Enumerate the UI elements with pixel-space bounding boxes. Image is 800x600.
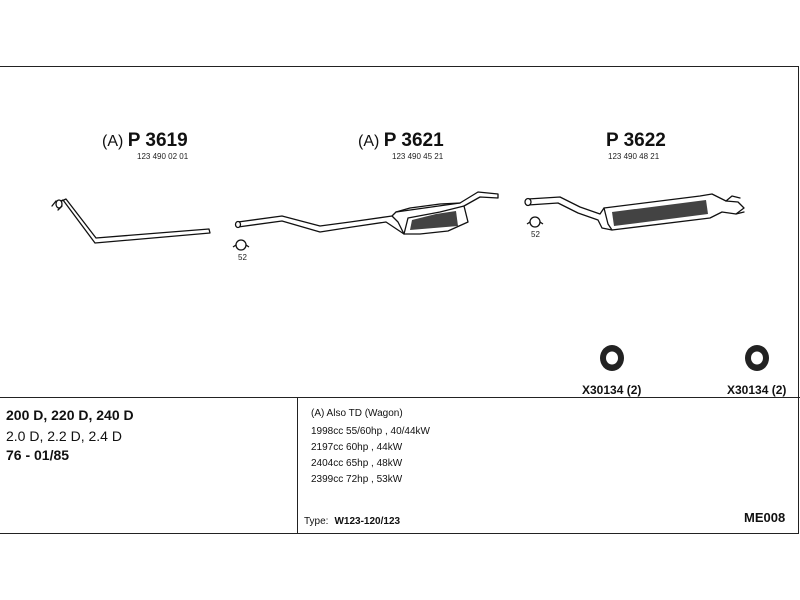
oem-number-p3619: 123 490 02 01 — [137, 152, 189, 161]
type-label: Type: — [304, 516, 329, 527]
spec-list: 1998cc 55/60hp , 40/44kW 2197cc 60hp , 4… — [311, 424, 430, 488]
frame-right-edge — [798, 66, 799, 534]
clamp-size: 52 — [238, 253, 247, 262]
clamp-drawing — [526, 216, 544, 228]
type-row: Type: W123-120/123 — [304, 516, 400, 527]
spec-line: 2404cc 65hp , 48kW — [311, 458, 403, 469]
gasket-ring-drawing — [600, 345, 624, 371]
spec-line: 2399cc 72hp , 53kW — [311, 474, 403, 485]
spec-note: (A) Also TD (Wagon) — [311, 408, 403, 419]
part-prefix: (A) — [358, 133, 380, 150]
divider-horizontal — [0, 397, 800, 398]
spec-line: 2197cc 60hp , 44kW — [311, 442, 403, 453]
oem-number-p3621: 123 490 45 21 — [392, 152, 444, 161]
divider-vertical — [297, 398, 298, 533]
clamp-drawing — [232, 239, 250, 251]
middle-silencer-drawing — [234, 191, 499, 235]
vehicle-models: 200 D, 220 D, 240 D — [6, 407, 134, 423]
spec-line: 1998cc 55/60hp , 40/44kW — [311, 426, 430, 437]
front-pipe-drawing — [51, 198, 211, 244]
diagram-frame — [0, 66, 799, 534]
vehicle-engines: 2.0 D, 2.2 D, 2.4 D — [6, 428, 122, 444]
reference-code: ME008 — [744, 510, 786, 525]
oem-number-p3622: 123 490 48 21 — [608, 152, 660, 161]
part-prefix: (A) — [102, 133, 124, 150]
gasket-code: X30134 (2) — [582, 383, 642, 397]
part-label-p3621: (A) P 3621 — [358, 130, 444, 152]
gasket-code: X30134 (2) — [727, 383, 787, 397]
vehicle-years: 76 - 01/85 — [6, 447, 70, 463]
clamp-size: 52 — [531, 230, 540, 239]
part-number: P 3622 — [606, 130, 666, 151]
part-label-p3622: P 3622 — [606, 130, 666, 152]
type-value: W123-120/123 — [334, 516, 401, 527]
part-label-p3619: (A) P 3619 — [102, 130, 188, 152]
part-number: P 3619 — [127, 130, 188, 151]
rear-silencer-drawing — [524, 193, 745, 231]
part-number: P 3621 — [383, 130, 444, 151]
gasket-ring-drawing — [745, 345, 769, 371]
